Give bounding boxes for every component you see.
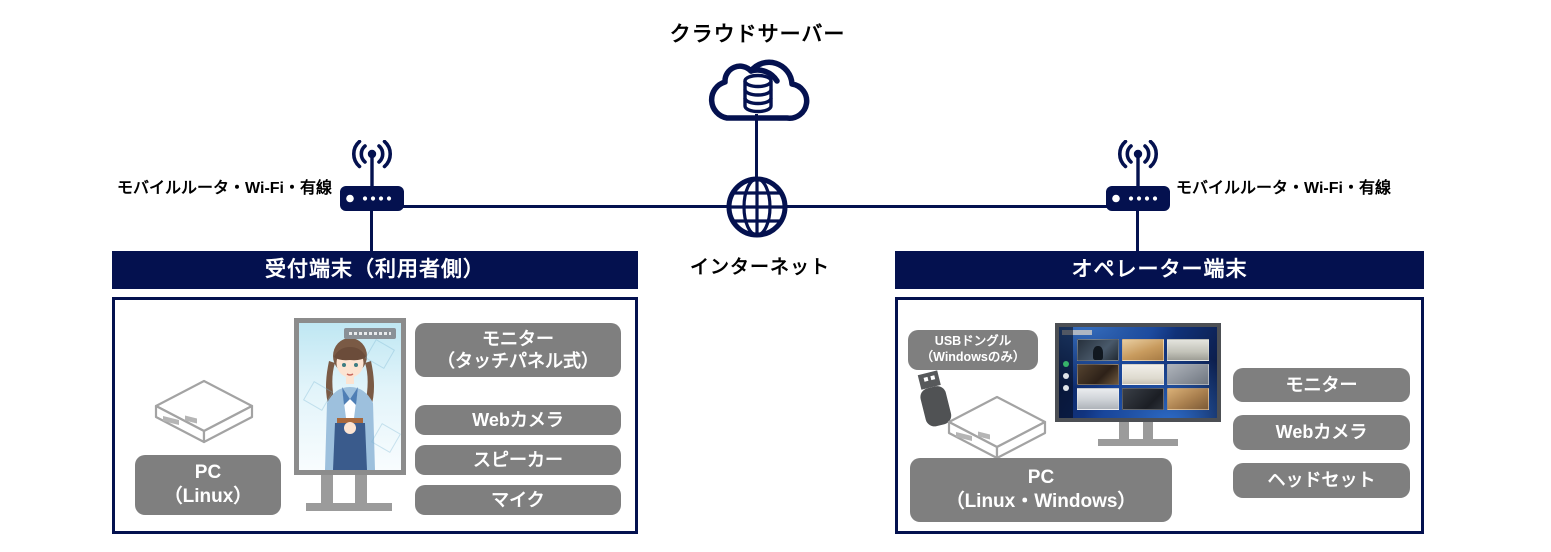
internet-label: インターネット: [689, 257, 830, 278]
kiosk-screen-badge: [344, 328, 396, 339]
operator-monitor: [1055, 323, 1221, 422]
usb-dongle-line2: （Windowsのみ）: [920, 350, 1026, 364]
reception-panel: PC （Linux）: [112, 297, 638, 534]
monitor-stand-leg: [1119, 422, 1129, 439]
reception-pc-line2: （Linux）: [163, 486, 253, 507]
camera-thumbnail: [1167, 363, 1209, 386]
reception-monitor-line2: （タッチパネル式）: [437, 351, 599, 371]
operator-panel: USBドングル （Windowsのみ） PC （Linux・Windows）: [895, 297, 1424, 534]
router-icon-left: [340, 140, 404, 211]
reception-mic-label: マイク: [415, 485, 621, 515]
cloud-server-label: クラウドサーバー: [669, 23, 846, 46]
camera-thumbnail: [1122, 363, 1164, 386]
reception-monitor-line1: モニター: [482, 328, 554, 349]
usb-dongle-icon: [917, 370, 952, 427]
reception-webcam-label: Webカメラ: [415, 405, 621, 435]
sidebar-status-icon: [1063, 361, 1069, 367]
kiosk-stand-leg: [355, 475, 367, 503]
operator-monitor-label: モニター: [1233, 368, 1410, 402]
reception-monitor-label: モニター （タッチパネル式）: [415, 323, 621, 377]
camera-thumbnail: [1077, 388, 1119, 410]
connector-cloud-internet: [755, 114, 758, 182]
operator-webcam-label: Webカメラ: [1233, 415, 1410, 450]
monitor-sidebar: [1059, 327, 1073, 418]
monitor-stand-leg: [1143, 422, 1153, 439]
reception-pc-label: PC （Linux）: [135, 455, 281, 515]
usb-dongle-line1: USBドングル: [934, 334, 1012, 349]
kiosk-monitor: [294, 318, 406, 475]
connector-right-router-panel: [1136, 209, 1139, 252]
camera-thumbnail: [1122, 339, 1164, 361]
camera-thumbnail: [1167, 339, 1209, 361]
left-connection-label: モバイルルータ・Wi-Fi・有線: [117, 180, 332, 197]
operator-pc-label: PC （Linux・Windows）: [910, 458, 1172, 522]
usb-dongle-label: USBドングル （Windowsのみ）: [908, 330, 1038, 370]
cloud-server-icon: [708, 59, 810, 121]
reception-speaker-label: スピーカー: [415, 445, 621, 475]
right-connection-label: モバイルルータ・Wi-Fi・有線: [1176, 180, 1391, 197]
operator-pc-line2: （Linux・Windows）: [945, 491, 1137, 512]
router-icon-right: [1106, 140, 1170, 211]
camera-thumbnail: [1167, 388, 1209, 410]
camera-thumbnail-grid: [1077, 339, 1209, 410]
sidebar-icon: [1063, 373, 1069, 379]
avatar-illustration: [325, 338, 375, 470]
camera-thumbnail: [1122, 388, 1164, 410]
reception-pc-line1: PC: [194, 462, 222, 484]
camera-thumbnail: [1077, 339, 1119, 361]
mini-pc-icon: [154, 379, 254, 444]
operator-headset-label: ヘッドセット: [1233, 463, 1410, 498]
sidebar-icon: [1063, 385, 1069, 391]
reception-panel-title: 受付端末（利用者側）: [112, 251, 638, 289]
kiosk-stand-base: [306, 503, 392, 511]
internet-globe-icon: [726, 176, 788, 238]
monitor-titlebar: [1062, 330, 1092, 335]
kiosk-stand-leg: [321, 475, 333, 503]
monitor-stand-base: [1098, 439, 1178, 446]
camera-thumbnail: [1077, 363, 1119, 386]
operator-panel-title: オペレーター端末: [895, 251, 1424, 289]
operator-pc-line1: PC: [1027, 467, 1055, 489]
connector-left-router-panel: [370, 209, 373, 252]
